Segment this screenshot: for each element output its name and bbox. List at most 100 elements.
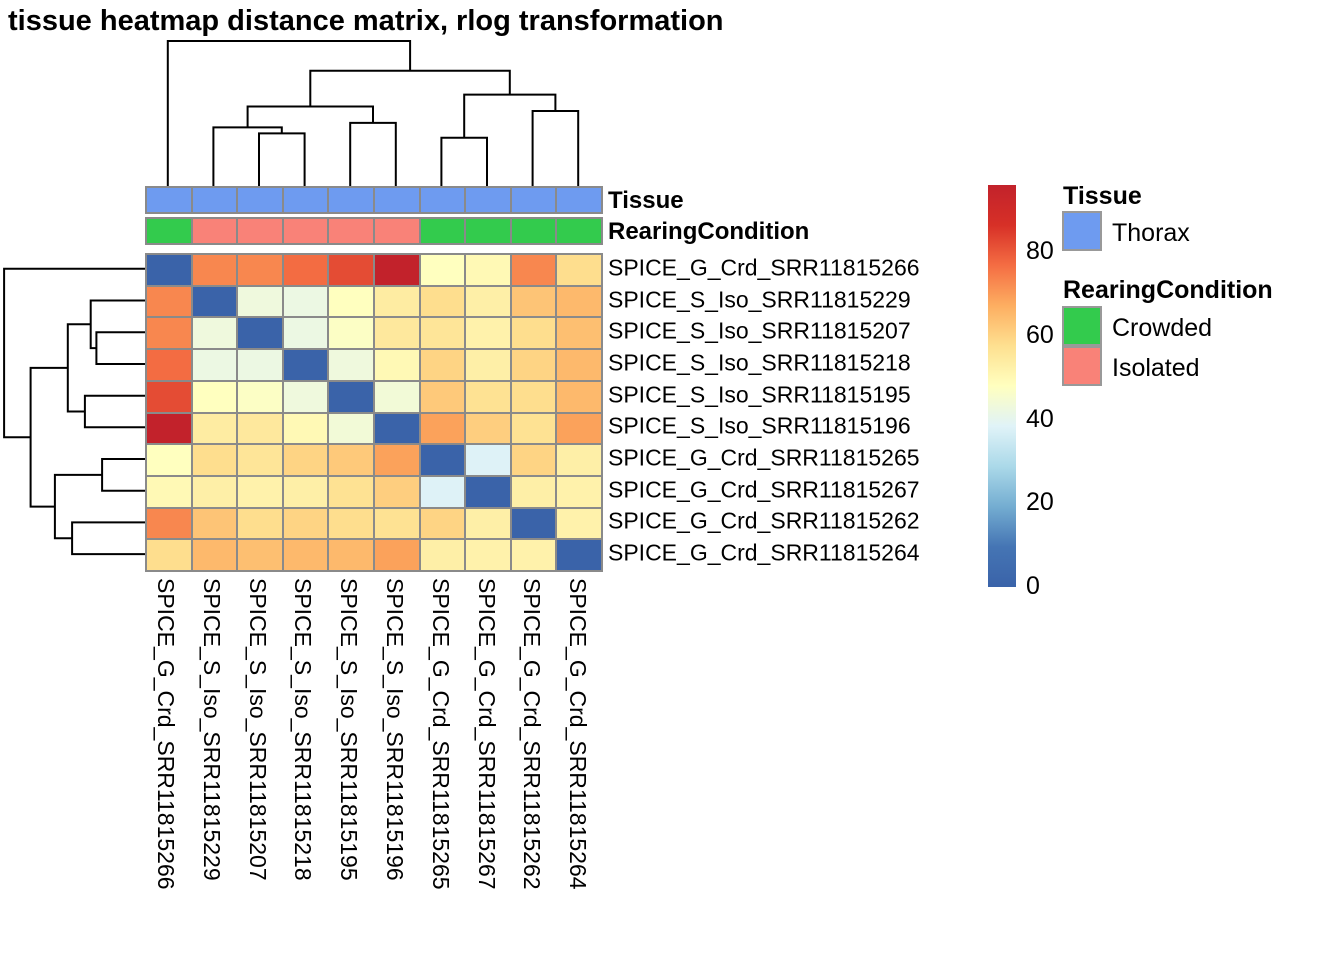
heatmap-cell [466, 445, 510, 475]
heatmap-cell [238, 540, 282, 570]
heatmap-cell [511, 381, 556, 412]
heatmap-cell [374, 540, 419, 570]
heatmap-cell [557, 445, 601, 475]
heatmap-cell [557, 318, 601, 349]
heatmap-cell [466, 318, 510, 349]
heatmap-cell [147, 508, 191, 539]
heatmap-cell [420, 381, 465, 412]
colorbar-tick: 40 [1026, 404, 1054, 433]
colorbar-tick: 20 [1026, 488, 1054, 517]
heatmap-cell [283, 508, 328, 539]
heatmap-cell [374, 413, 419, 444]
dendrogram-branch [95, 331, 145, 365]
heatmap-cell [329, 286, 373, 317]
heatmap-cell [192, 381, 237, 412]
row-label: SPICE_S_Iso_SRR11815196 [608, 412, 911, 439]
row-label: SPICE_G_Crd_SRR11815262 [608, 507, 920, 534]
legend-thorax-swatch [1062, 211, 1102, 251]
column-label: SPICE_S_Iso_SRR11815196 [381, 578, 408, 881]
column-label: SPICE_S_Iso_SRR11815218 [290, 578, 317, 881]
heatmap-cell [420, 255, 465, 285]
heatmap-cell [511, 540, 556, 570]
row-label: SPICE_S_Iso_SRR11815195 [608, 381, 911, 408]
heatmap-cell [557, 350, 601, 380]
heatmap-cell [329, 350, 373, 380]
annotation-cell-isolated [238, 219, 282, 243]
dendrogram-branch [3, 267, 145, 439]
dendrogram-branch [531, 110, 580, 187]
heatmap-cell [192, 350, 237, 380]
heatmap-cell [511, 445, 556, 475]
legend-isolated-label: Isolated [1112, 354, 1200, 382]
dendrogram-branch [83, 394, 145, 429]
heatmap-cell [283, 381, 328, 412]
heatmap-cell [283, 255, 328, 285]
column-label: SPICE_S_Iso_SRR11815207 [244, 578, 271, 881]
heatmap-cell [192, 445, 237, 475]
heatmap-cell [192, 286, 237, 317]
annotation-cell-thorax [466, 188, 510, 212]
annotation-cell-crowded [557, 219, 601, 243]
heatmap-cell [238, 413, 282, 444]
heatmap-cell [283, 350, 328, 380]
heatmap-cell [374, 508, 419, 539]
heatmap-cell [283, 476, 328, 507]
heatmap-cell [466, 255, 510, 285]
heatmap-cell [511, 413, 556, 444]
dendrogram-branch [349, 121, 397, 187]
heatmap-cell [329, 540, 373, 570]
heatmap-cell [147, 286, 191, 317]
dendrogram-branch [309, 69, 511, 107]
heatmap-cell [557, 413, 601, 444]
heatmap-cell [557, 540, 601, 570]
heatmap-cell [283, 286, 328, 317]
heatmap-cell [192, 540, 237, 570]
heatmap-cell [511, 508, 556, 539]
heatmap-cell [147, 350, 191, 380]
heatmap-cell [466, 540, 510, 570]
heatmap-cell [329, 476, 373, 507]
heatmap-cell [238, 445, 282, 475]
dendrogram-branch [246, 105, 374, 128]
dendrogram-branch [258, 132, 306, 187]
annotation-cell-thorax [329, 188, 373, 212]
column-label: SPICE_S_Iso_SRR11815195 [336, 578, 363, 881]
column-label: SPICE_G_Crd_SRR11815262 [519, 578, 546, 890]
heatmap-cell [147, 255, 191, 285]
dendrogram-branch [71, 521, 145, 556]
annotation-cell-isolated [374, 219, 419, 243]
column-label: SPICE_G_Crd_SRR11815265 [427, 578, 454, 890]
heatmap-cell [374, 445, 419, 475]
heatmap-cell [374, 350, 419, 380]
heatmap-cell [238, 476, 282, 507]
heatmap-cell [283, 540, 328, 570]
legend-rearing-title: RearingCondition [1063, 276, 1273, 304]
dendrogram-branch [101, 458, 145, 492]
dendrogram-branch [463, 93, 557, 138]
column-label: SPICE_G_Crd_SRR11815266 [152, 578, 179, 890]
annotation-cell-thorax [283, 188, 328, 212]
heatmap-cell [329, 445, 373, 475]
row-label: SPICE_S_Iso_SRR11815218 [608, 349, 911, 376]
heatmap-cell [283, 445, 328, 475]
legend-crowded-label: Crowded [1112, 314, 1213, 342]
legend-thorax-label: Thorax [1112, 219, 1190, 247]
annotation-cell-isolated [329, 219, 373, 243]
heatmap-cell [192, 255, 237, 285]
heatmap-cell [147, 413, 191, 444]
heatmap-cell [466, 350, 510, 380]
annotation-cell-crowded [420, 219, 465, 243]
heatmap-cell [329, 255, 373, 285]
heatmap-cell [466, 508, 510, 539]
row-label: SPICE_G_Crd_SRR11815267 [608, 476, 920, 503]
heatmap-cell [374, 381, 419, 412]
legend-tissue-title: Tissue [1063, 182, 1142, 210]
dendrogram-branch [89, 299, 145, 350]
colorbar-tick: 0 [1026, 571, 1040, 600]
heatmap-cell [420, 350, 465, 380]
heatmap-cell [511, 286, 556, 317]
heatmap-cell [238, 350, 282, 380]
annotation-cell-thorax [557, 188, 601, 212]
dendrogram-branch [166, 40, 412, 187]
